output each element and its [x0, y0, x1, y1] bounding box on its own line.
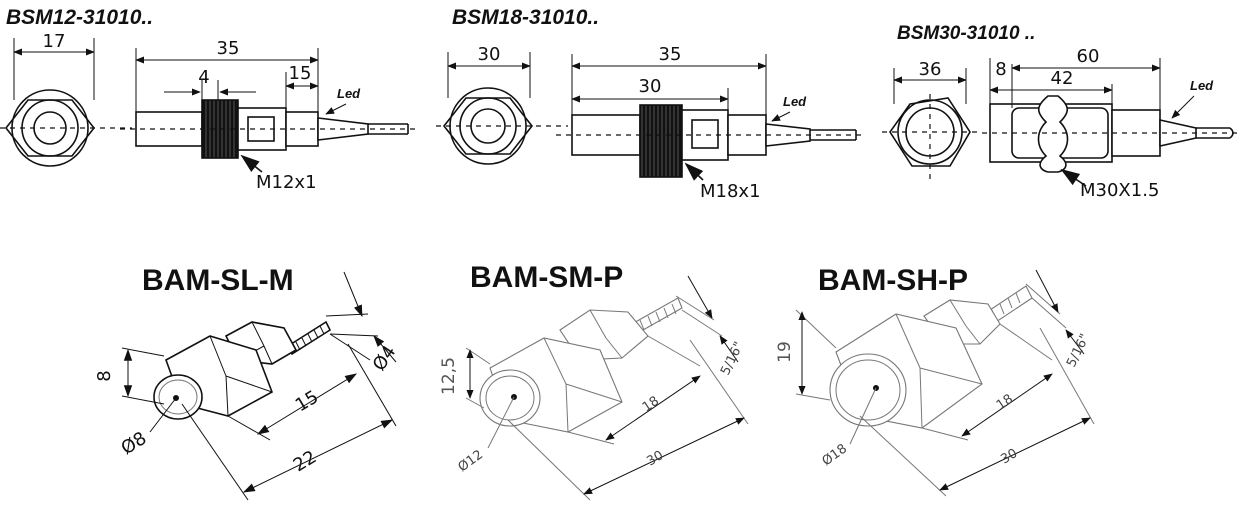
- sensor-title: BSM12-31010..: [6, 6, 153, 29]
- sensor-title: BSM18-31010..: [452, 6, 599, 29]
- nut-dimension: 8: [995, 59, 1006, 80]
- body-dimension: 30: [639, 76, 662, 97]
- face-dimension: 36: [919, 59, 942, 80]
- thread-diameter: 5/16": [1064, 332, 1093, 370]
- hex-dimension: 19: [775, 341, 795, 363]
- led-label: Led: [783, 94, 807, 109]
- actuator-title: BAM-SH-P: [818, 264, 968, 297]
- actuator-title: BAM-SM-P: [470, 261, 623, 294]
- total-length: 30: [644, 448, 666, 469]
- total-length: 30: [998, 446, 1020, 467]
- face-diameter: Ø18: [820, 441, 850, 469]
- face-view: 36: [882, 59, 980, 184]
- led-label: Led: [1190, 78, 1214, 93]
- thread-label: M18x1: [700, 181, 761, 202]
- side-view: 60 8 42 Led M30X1.5: [982, 46, 1238, 201]
- sensor-bsm12: BSM12-31010.. 17: [0, 6, 420, 193]
- face-view: 17: [0, 31, 132, 167]
- face-view: 30: [436, 44, 568, 165]
- hex-dimension: 8: [94, 370, 115, 381]
- face-dimension: 30: [478, 44, 501, 65]
- length-dimension: 35: [659, 44, 682, 65]
- body-dimension: 42: [1051, 68, 1074, 89]
- side-view: 35 4 15 Led M12x1: [120, 38, 420, 193]
- actuator-bam-sh-p: BAM-SH-P 19 Ø18 5/16" 18: [775, 264, 1095, 497]
- body-length: 15: [292, 386, 322, 416]
- body-length: 18: [640, 394, 662, 416]
- thread-label: M12x1: [256, 172, 317, 193]
- actuator-title: BAM-SL-M: [142, 264, 294, 297]
- length-dimension: 35: [217, 38, 240, 59]
- actuator-bam-sl-m: BAM-SL-M 8 Ø8 Ø4 15: [94, 264, 401, 501]
- tail-dimension: 15: [289, 63, 312, 84]
- body-length: 18: [994, 392, 1016, 414]
- actuator-bam-sm-p: BAM-SM-P 12,5 Ø12 5/16" 18: [439, 261, 749, 501]
- sensor-bsm30: BSM30-31010 .. 36 60: [882, 23, 1238, 201]
- sensor-bsm18: BSM18-31010.. 30: [436, 6, 862, 202]
- sensor-title: BSM30-31010 ..: [897, 23, 1035, 44]
- led-label: Led: [337, 86, 361, 101]
- thread-label: M30X1.5: [1080, 180, 1159, 201]
- face-diameter: Ø8: [118, 428, 151, 459]
- thread-diameter: Ø4: [369, 342, 401, 375]
- side-view: 35 30 Led M18x1: [556, 44, 862, 202]
- nut-dimension: 4: [198, 67, 209, 88]
- face-diameter: Ø12: [456, 447, 486, 475]
- length-dimension: 60: [1077, 46, 1100, 67]
- face-dimension: 17: [43, 31, 66, 52]
- total-length: 22: [290, 446, 320, 476]
- hex-dimension: 12,5: [439, 357, 459, 395]
- thread-diameter: 5/16": [718, 340, 747, 378]
